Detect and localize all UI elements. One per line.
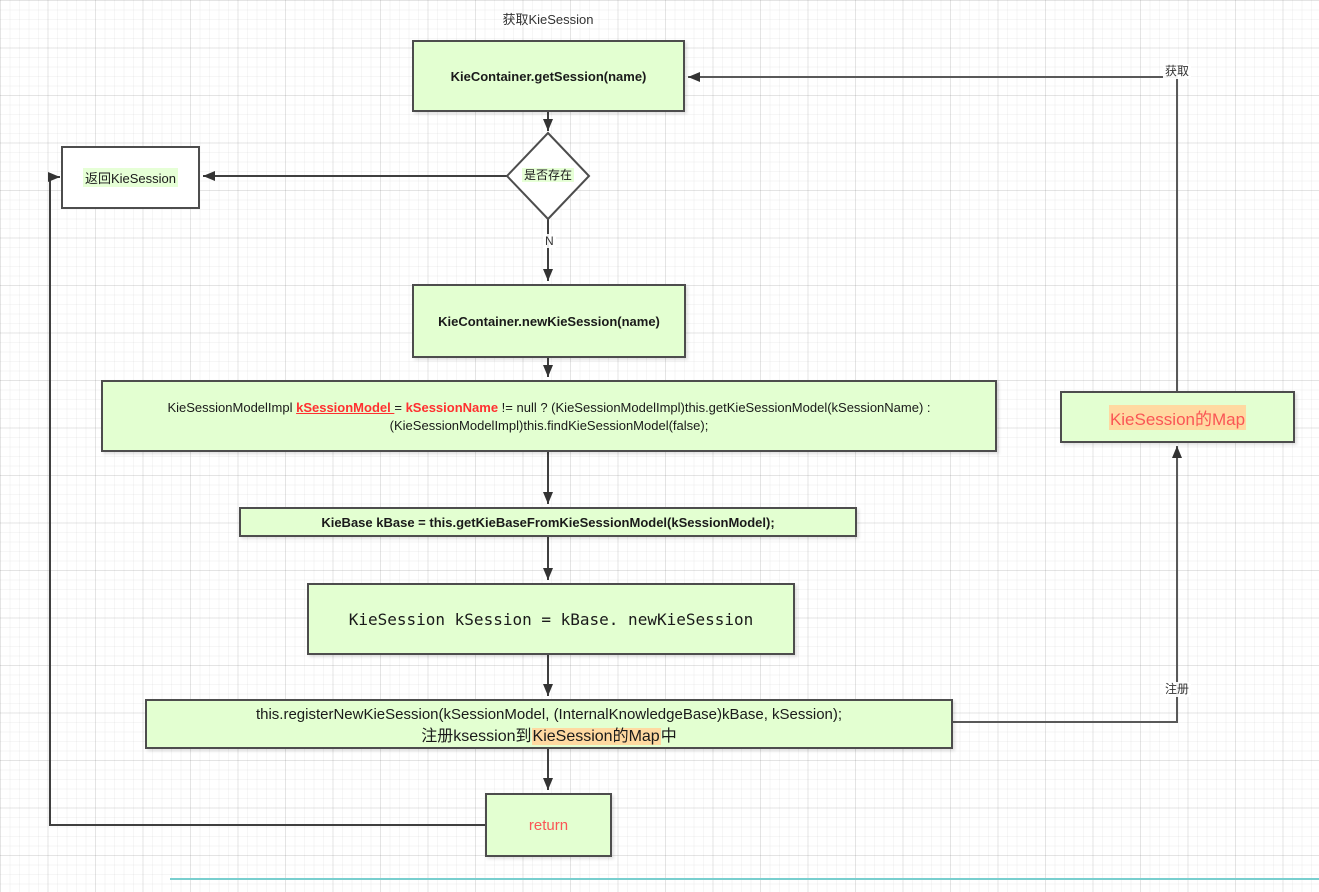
node-getsession[interactable]: KieContainer.getSession(name) <box>412 40 685 112</box>
node-register[interactable]: this.registerNewKieSession(kSessionModel… <box>145 699 953 749</box>
code-newsession-label: KieSession kSession = kBase. newKieSessi… <box>348 609 754 629</box>
node-kiesession-map-label: KieSession的Map <box>1108 404 1247 430</box>
page-boundary-line <box>170 878 1319 880</box>
node-code-kiebase[interactable]: KieBase kBase = this.getKieBaseFromKieSe… <box>239 507 857 537</box>
diagram-title: 获取KieSession <box>502 12 594 27</box>
edge-register-to-map[interactable] <box>953 446 1182 723</box>
code-var-ksessionmodel: kSessionModel <box>296 400 395 415</box>
code-var-ksessionname: kSessionName <box>405 400 499 415</box>
register-map-highlight: KieSession的Map <box>531 728 661 745</box>
code-sessionmodel-line1: KieSessionModelImpl kSessionModel = kSes… <box>103 399 995 417</box>
code-text: != null ? (KieSessionModelImpl)this.getK… <box>498 400 931 415</box>
decision-label: 是否存在 <box>521 168 574 182</box>
edge-label-register: 注册 <box>1163 682 1192 697</box>
edge-label-n: N <box>543 234 556 248</box>
node-code-newsession[interactable]: KieSession kSession = kBase. newKieSessi… <box>307 583 795 655</box>
edge-map-fetch-to-getsession[interactable] <box>688 72 1178 391</box>
code-sessionmodel-line2: (KieSessionModelImpl)this.findKieSession… <box>389 418 709 433</box>
register-line2: 注册ksession到KieSession的Map中 <box>147 726 951 748</box>
edge-label-fetch: 获取 <box>1163 64 1192 79</box>
node-code-sessionmodel[interactable]: KieSessionModelImpl kSessionModel = kSes… <box>101 380 997 452</box>
node-return[interactable]: return <box>485 793 612 857</box>
register-text: 注册ksession到 <box>421 728 532 745</box>
edge-return-loop-to-return-kiesession[interactable] <box>48 172 485 826</box>
decision-label-wrap: 是否存在 <box>508 166 588 183</box>
node-return-label: return <box>528 816 569 834</box>
node-newkiesession[interactable]: KieContainer.newKieSession(name) <box>412 284 686 358</box>
register-line1: this.registerNewKieSession(kSessionModel… <box>255 706 843 723</box>
node-kiesession-map[interactable]: KieSession的Map <box>1060 391 1295 443</box>
node-getsession-label: KieContainer.getSession(name) <box>450 68 647 84</box>
code-kiebase-label: KieBase kBase = this.getKieBaseFromKieSe… <box>321 514 775 530</box>
code-text: = <box>394 400 406 415</box>
register-text: 中 <box>660 728 677 745</box>
code-text: KieSessionModelImpl <box>167 400 297 415</box>
node-return-kiesession[interactable]: 返回KieSession <box>61 146 200 209</box>
node-newkiesession-label: KieContainer.newKieSession(name) <box>438 313 660 329</box>
node-return-kiesession-label: 返回KieSession <box>82 168 179 187</box>
